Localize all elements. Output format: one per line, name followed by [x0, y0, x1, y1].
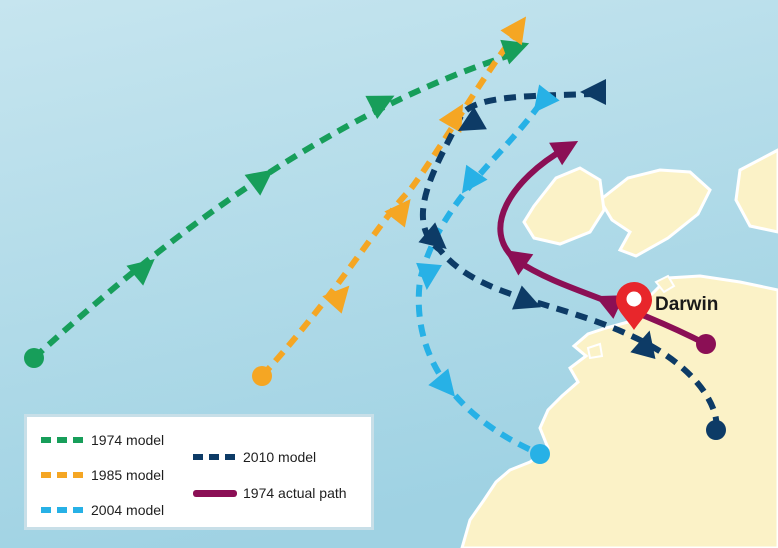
peninsula: [598, 168, 712, 258]
legend-swatch: [41, 437, 85, 443]
legend-item-1974-model: 1974 model: [41, 432, 164, 448]
legend-item-2004-model: 2004 model: [41, 502, 164, 518]
direction-marker-2010-model: [580, 79, 606, 105]
direction-marker-1974-model: [126, 259, 155, 286]
legend-label: 2004 model: [91, 502, 165, 518]
island: [586, 342, 604, 360]
legend-swatch: [193, 489, 237, 497]
direction-marker-1974-model: [365, 95, 395, 120]
legend: 1974 model 1985 model 2004 model 2010 mo…: [24, 414, 374, 530]
direction-marker-1974-actual: [504, 249, 534, 276]
island: [654, 274, 676, 294]
start-marker-2004-model: [530, 444, 550, 464]
track-1974-model: [31, 49, 521, 361]
direction-marker-2010-model: [457, 106, 487, 131]
legend-swatch: [41, 472, 85, 478]
track-2004-model: [415, 102, 543, 457]
direction-marker-1974-actual: [549, 141, 579, 166]
island: [522, 166, 606, 246]
direction-marker-1985-model: [500, 16, 527, 46]
direction-marker-2004-model: [461, 164, 488, 194]
start-marker-2010-model: [706, 420, 726, 440]
start-marker-1974-model: [24, 348, 44, 368]
legend-label: 2010 model: [243, 449, 317, 465]
direction-marker-2004-model: [533, 84, 560, 114]
direction-marker-2004-model: [428, 368, 455, 397]
start-marker-1985-model: [252, 366, 272, 386]
direction-marker-1974-model: [500, 39, 530, 65]
legend-item-1974-actual: 1974 actual path: [193, 485, 347, 501]
start-marker-1974-actual: [696, 334, 716, 354]
legend-label: 1985 model: [91, 467, 165, 483]
direction-marker-2010-model: [418, 222, 447, 249]
direction-marker-1974-model: [244, 169, 274, 196]
direction-marker-1985-model: [438, 103, 463, 133]
track-2010-model: [419, 91, 720, 431]
direction-marker-2010-model: [630, 330, 656, 359]
place-label-darwin: Darwin: [655, 294, 719, 315]
direction-marker-2010-model: [512, 285, 541, 310]
legend-swatch: [193, 454, 237, 460]
legend-label: 1974 actual path: [243, 485, 347, 501]
legend-item-1985-model: 1985 model: [41, 467, 164, 483]
map-pin-icon: [616, 282, 652, 330]
legend-swatch: [41, 507, 85, 513]
track-1985-model: [259, 26, 523, 379]
direction-marker-1985-model: [322, 285, 350, 314]
direction-marker-1985-model: [384, 198, 411, 228]
direction-marker-2004-model: [416, 262, 442, 290]
legend-item-2010-model: 2010 model: [193, 449, 316, 465]
island: [734, 148, 778, 234]
legend-label: 1974 model: [91, 432, 165, 448]
